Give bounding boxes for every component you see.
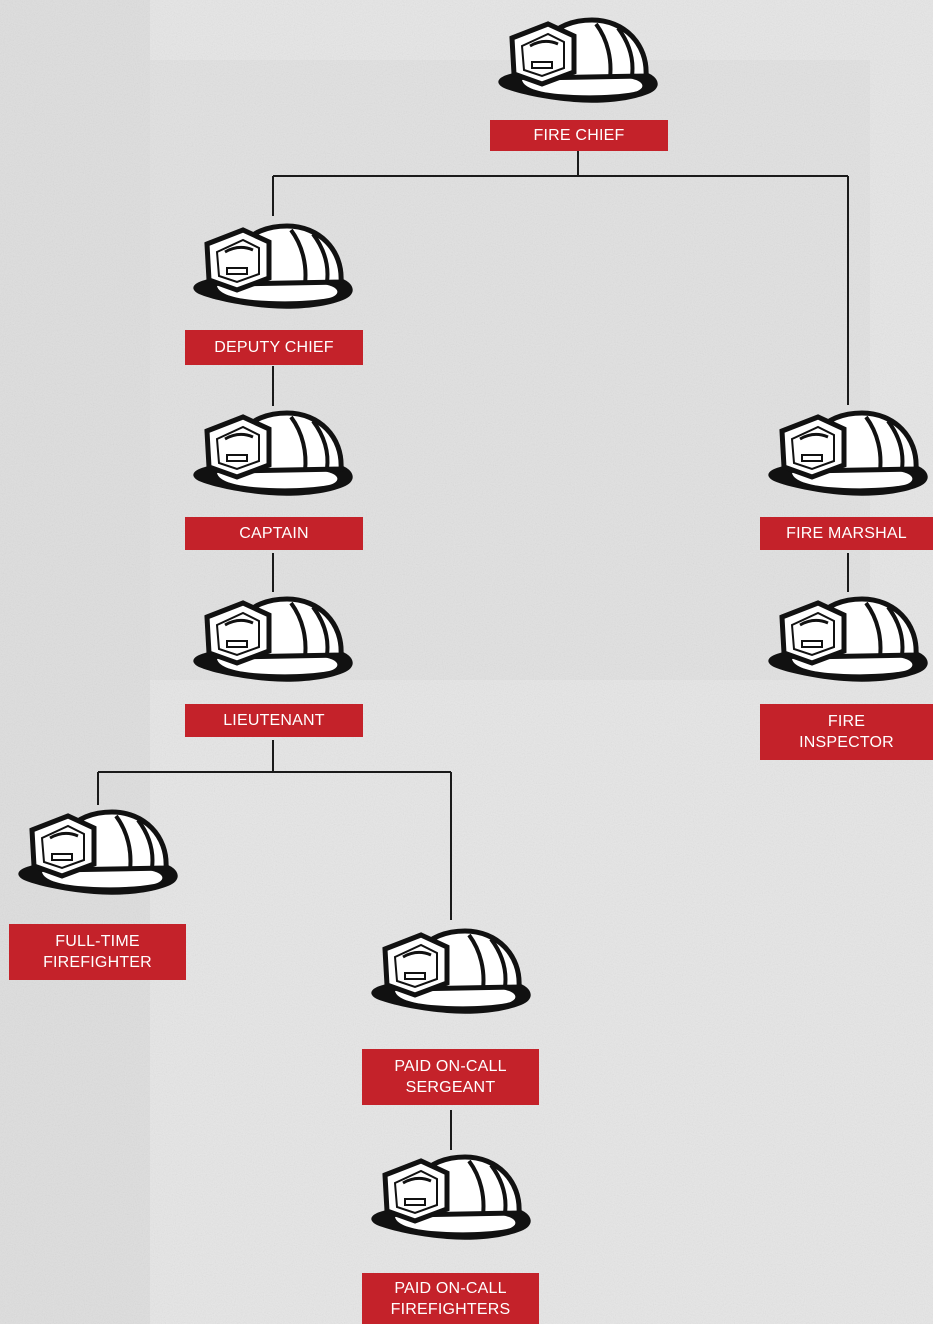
label-lieutenant: LIEUTENANT bbox=[185, 704, 363, 737]
fire-helmet-icon bbox=[183, 583, 363, 693]
label-deputy-chief: DEPUTY CHIEF bbox=[185, 330, 363, 365]
fire-helmet-icon bbox=[183, 397, 363, 507]
label-fire-inspector: FIRE INSPECTOR bbox=[760, 704, 933, 760]
fire-helmet-icon bbox=[758, 583, 933, 693]
label-fire-marshal: FIRE MARSHAL bbox=[760, 517, 933, 550]
label-full-time-firefighter: FULL-TIME FIREFIGHTER bbox=[9, 924, 186, 980]
fire-helmet-icon bbox=[361, 1141, 541, 1251]
label-paid-on-call-firefighters: PAID ON-CALL FIREFIGHTERS bbox=[362, 1273, 539, 1324]
fire-helmet-icon bbox=[183, 210, 363, 320]
fire-helmet-icon bbox=[758, 397, 933, 507]
fire-helmet-icon bbox=[488, 4, 668, 114]
label-paid-on-call-sergeant: PAID ON-CALL SERGEANT bbox=[362, 1049, 539, 1105]
label-fire-chief: FIRE CHIEF bbox=[490, 120, 668, 151]
fire-helmet-icon bbox=[8, 796, 188, 906]
fire-helmet-icon bbox=[361, 915, 541, 1025]
label-captain: CAPTAIN bbox=[185, 517, 363, 550]
